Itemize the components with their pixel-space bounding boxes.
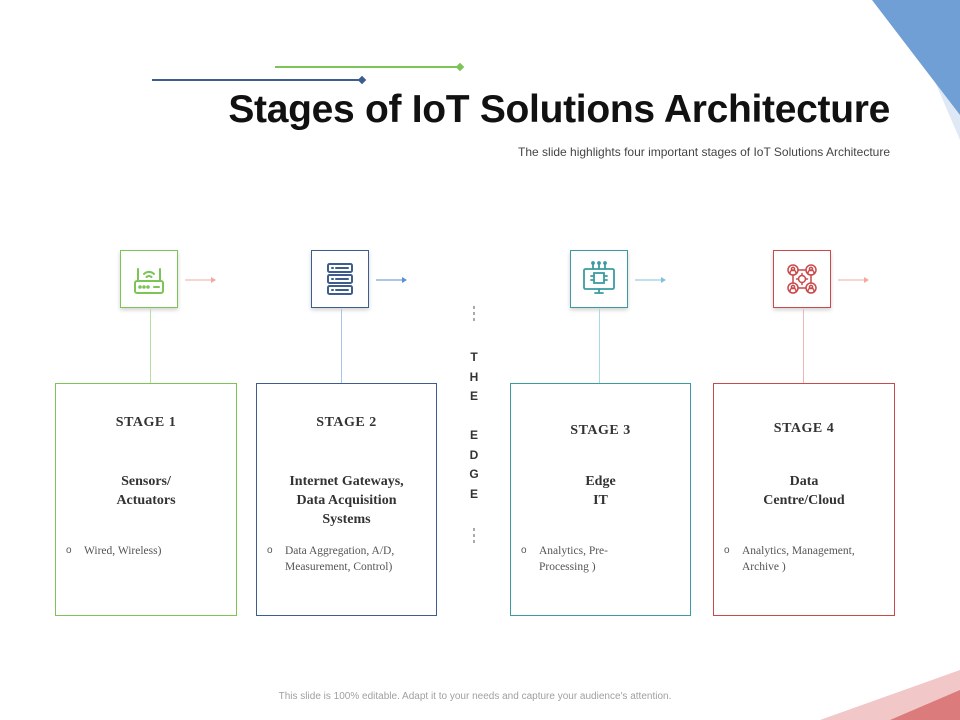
stage-1-arrow xyxy=(185,277,216,283)
stage-4-label: STAGE 4 xyxy=(773,421,835,436)
stage-3-arrow xyxy=(635,277,666,283)
stage-4-name: Data Centre/Cloud xyxy=(763,474,845,508)
stage-3-name: Edge IT xyxy=(585,474,616,508)
edge-divider-bottom xyxy=(473,528,475,546)
page-subtitle: The slide highlights four important stag… xyxy=(518,145,890,159)
stage-3-label: STAGE 3 xyxy=(570,423,631,438)
stage-1-connector xyxy=(150,309,151,383)
stage-2-connector xyxy=(341,309,342,383)
stage-1-name: Sensors/ Actuators xyxy=(116,474,176,508)
stage-4-icon-box xyxy=(773,250,831,308)
stage-1-bullet: o Wired, Wireless) xyxy=(66,545,162,557)
monitor-chip-icon xyxy=(583,261,615,294)
stage-2-card: STAGE 2 Internet Gateways, Data Acquisit… xyxy=(256,383,437,616)
stage-4-arrow xyxy=(838,277,869,283)
stage-4-card: STAGE 4 Data Centre/Cloud o Analytics, M… xyxy=(713,383,895,616)
stage-4-connector xyxy=(803,309,804,383)
header-accent-lines xyxy=(152,62,465,85)
corner-decoration-top-right xyxy=(872,0,960,140)
corner-decoration-bottom-right xyxy=(820,670,960,720)
stage-4-bullet: o Analytics, Management, Archive ) xyxy=(724,545,855,573)
stage-3-icon-box xyxy=(570,250,628,308)
stage-3-card: STAGE 3 Edge IT o Analytics, Pre- Proces… xyxy=(510,383,691,616)
stage-1-card: STAGE 1 Sensors/ Actuators o Wired, Wire… xyxy=(55,383,237,616)
stage-2-name: Internet Gateways, Data Acquisition Syst… xyxy=(289,474,404,527)
stage-2-icon-box xyxy=(311,250,369,308)
stage-1-label: STAGE 1 xyxy=(115,415,177,430)
edge-divider-top xyxy=(473,306,475,324)
the-edge-label: T H E E D G E xyxy=(469,350,479,501)
footer-note: This slide is 100% editable. Adapt it to… xyxy=(278,691,672,702)
stage-2-arrow xyxy=(376,277,407,283)
page-title: Stages of IoT Solutions Architecture xyxy=(228,88,890,131)
stage-2-label: STAGE 2 xyxy=(316,415,377,430)
stage-3-connector xyxy=(599,309,600,383)
network-people-icon xyxy=(787,264,817,294)
stage-3-bullet: o Analytics, Pre- Processing ) xyxy=(521,545,608,573)
stage-1-icon-box xyxy=(120,250,178,308)
router-icon xyxy=(134,268,164,294)
stage-2-bullet: o Data Aggregation, A/D, Measurement, Co… xyxy=(267,545,395,573)
server-icon xyxy=(327,263,353,295)
